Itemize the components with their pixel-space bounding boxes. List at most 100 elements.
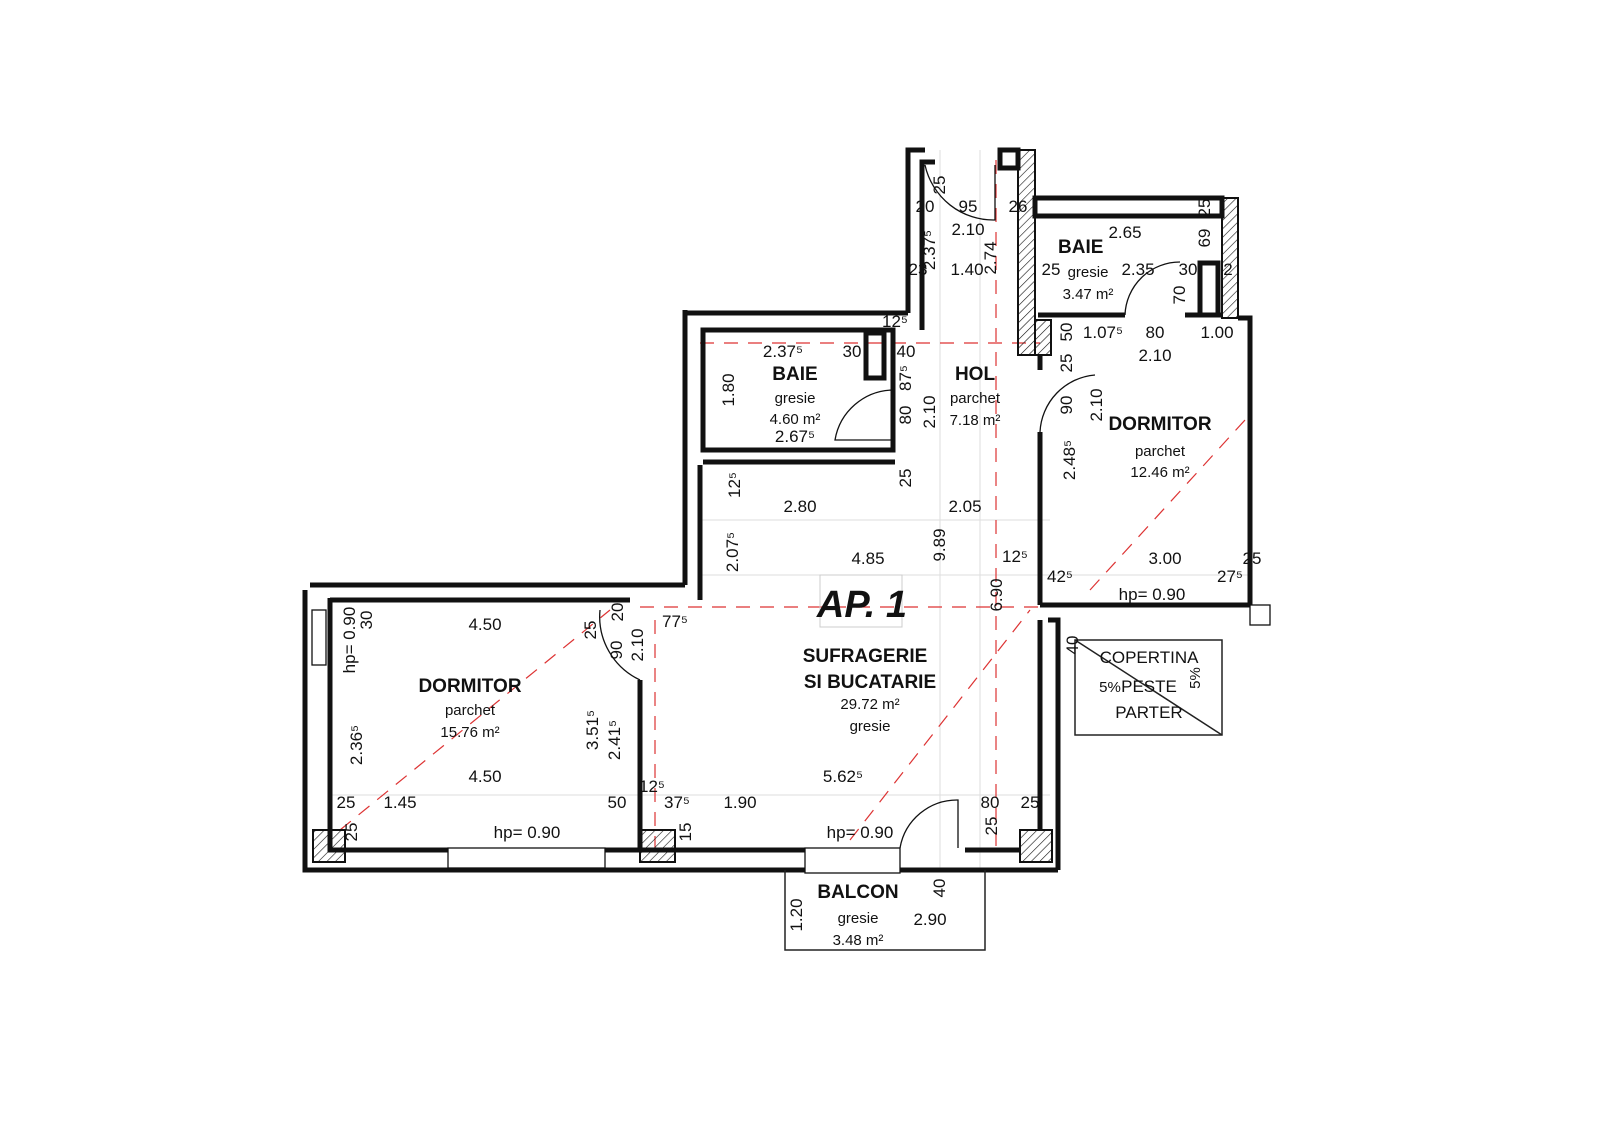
room-area: 4.60 m²	[770, 411, 821, 428]
room-floor: gresie	[1068, 264, 1109, 281]
dimension-label: 12⁵	[882, 312, 908, 331]
dimension-label: 80	[896, 406, 915, 425]
dimension-label: 25	[1057, 354, 1076, 373]
dimension-label: 25	[1021, 793, 1040, 812]
dimension-label: 9.89	[930, 528, 949, 561]
dimension-label: 25	[1042, 260, 1061, 279]
room-name: BALCON	[817, 882, 898, 903]
dimension-label: 37⁵	[664, 793, 690, 812]
dimension-label: 87⁵	[896, 365, 915, 391]
dimension-label: 2.80	[783, 497, 816, 516]
dimension-label: 30	[843, 342, 862, 361]
dimension-label: 50	[1057, 323, 1076, 342]
room-name: BAIE	[1058, 237, 1103, 258]
dimension-label: 2.65	[1108, 223, 1141, 242]
dimension-label: 40	[897, 342, 916, 361]
room-floor: parchet	[950, 390, 1001, 407]
dimension-label: 90	[1057, 396, 1076, 415]
dimension-label: 69	[1195, 229, 1214, 248]
canopy-label: PARTER	[1115, 703, 1182, 722]
dimension-label: 70	[1170, 286, 1189, 305]
dimension-label: 42⁵	[1047, 567, 1073, 586]
dimension-label: 1.80	[719, 373, 738, 406]
dimension-label: 20	[608, 603, 627, 622]
canopy: COPERTINA PESTE PARTER 5% 5%	[1074, 639, 1223, 736]
room-floor: parchet	[445, 702, 496, 719]
room-area: 7.18 m²	[950, 412, 1001, 429]
dimension-label: 2.67⁵	[775, 427, 815, 446]
dimension-label: 2.48⁵	[1060, 440, 1079, 480]
dimension-label: 4.50	[468, 615, 501, 634]
dimension-label: hp= 0.90	[827, 823, 894, 842]
dimension-label: 1.45	[383, 793, 416, 812]
room-name: HOL	[955, 364, 996, 385]
room-floor: gresie	[850, 718, 891, 735]
dimension-label: 25	[1195, 199, 1214, 218]
dimension-label: 2.41⁵	[605, 720, 624, 760]
windows	[311, 604, 1271, 874]
room-name: BAIE	[772, 364, 817, 385]
room-floor: gresie	[838, 910, 879, 927]
dimension-label: 2.37⁵	[763, 342, 803, 361]
room-floor: gresie	[775, 390, 816, 407]
dimension-label: 2.90	[913, 910, 946, 929]
dimension-label: 1.00	[1200, 323, 1233, 342]
dimension-label: 2.10	[1138, 346, 1171, 365]
dimension-label: 3.51⁵	[583, 710, 602, 750]
dimension-label: 2.74	[981, 241, 1000, 274]
dimension-label: 77⁵	[662, 612, 688, 631]
dimension-label: 15	[676, 823, 695, 842]
dimension-label: 2.07⁵	[723, 532, 742, 572]
dimension-label: 25	[342, 823, 361, 842]
room-area: 15.76 m²	[440, 724, 499, 741]
dimension-label: 23	[909, 260, 928, 279]
grid-lines	[330, 150, 1250, 870]
dimension-label: 90	[607, 641, 626, 660]
dimension-label: hp= 0.90	[1119, 585, 1186, 604]
dimension-label: 4.85	[851, 549, 884, 568]
dimension-label: 95	[959, 197, 978, 216]
dimension-label: 80	[1146, 323, 1165, 342]
dimension-label: 1.07⁵	[1083, 323, 1123, 342]
dimension-label: 1.90	[723, 793, 756, 812]
room-area: 3.47 m²	[1063, 286, 1114, 303]
dimension-label: 2.10	[628, 628, 647, 661]
room-labels: BAIE gresie 4.60 m² HOL parchet 7.18 m² …	[418, 237, 1211, 949]
dimension-label: 25	[896, 469, 915, 488]
dimension-label: 30	[357, 611, 376, 630]
canopy-slope: 5%	[1187, 667, 1204, 689]
dimension-label: 25	[337, 793, 356, 812]
axis-lines	[339, 160, 1246, 850]
room-floor: parchet	[1135, 443, 1186, 460]
dimension-label: 2.05	[948, 497, 981, 516]
doors	[599, 164, 1181, 849]
dimension-label: 2	[1223, 260, 1232, 279]
room-name: DORMITOR	[1108, 414, 1211, 435]
dimension-label: 2.35	[1121, 260, 1154, 279]
dimension-label: 20	[916, 197, 935, 216]
dimension-label: hp= 0.90	[494, 823, 561, 842]
dimension-label: 25	[1243, 549, 1262, 568]
balcony	[784, 870, 986, 951]
dimension-label: 2.10	[951, 220, 984, 239]
dimension-label: 2.10	[1087, 388, 1106, 421]
dimension-label: 2.36⁵	[347, 725, 366, 765]
dimension-label: 12⁵	[1002, 547, 1028, 566]
dimension-label: 3.00	[1148, 549, 1181, 568]
canopy-label: COPERTINA	[1100, 648, 1200, 667]
dimension-label: 50	[608, 793, 627, 812]
room-name: SUFRAGERIE	[803, 646, 928, 667]
dimension-label: 5.62⁵	[823, 767, 863, 786]
dimension-label: hp= 0.90	[340, 607, 359, 674]
dimension-label: 1.40	[950, 260, 983, 279]
dimension-label: 2.37⁵	[920, 230, 939, 270]
dimension-label: 30	[1179, 260, 1198, 279]
dimension-label: 26	[1009, 197, 1028, 216]
room-area: 29.72 m²	[840, 696, 899, 713]
dimension-label: 80	[981, 793, 1000, 812]
dimension-label: 1.20	[787, 898, 806, 931]
dimension-label: 2.10	[920, 395, 939, 428]
apartment-label: AP. 1	[816, 584, 907, 626]
dimension-label: 25	[581, 621, 600, 640]
